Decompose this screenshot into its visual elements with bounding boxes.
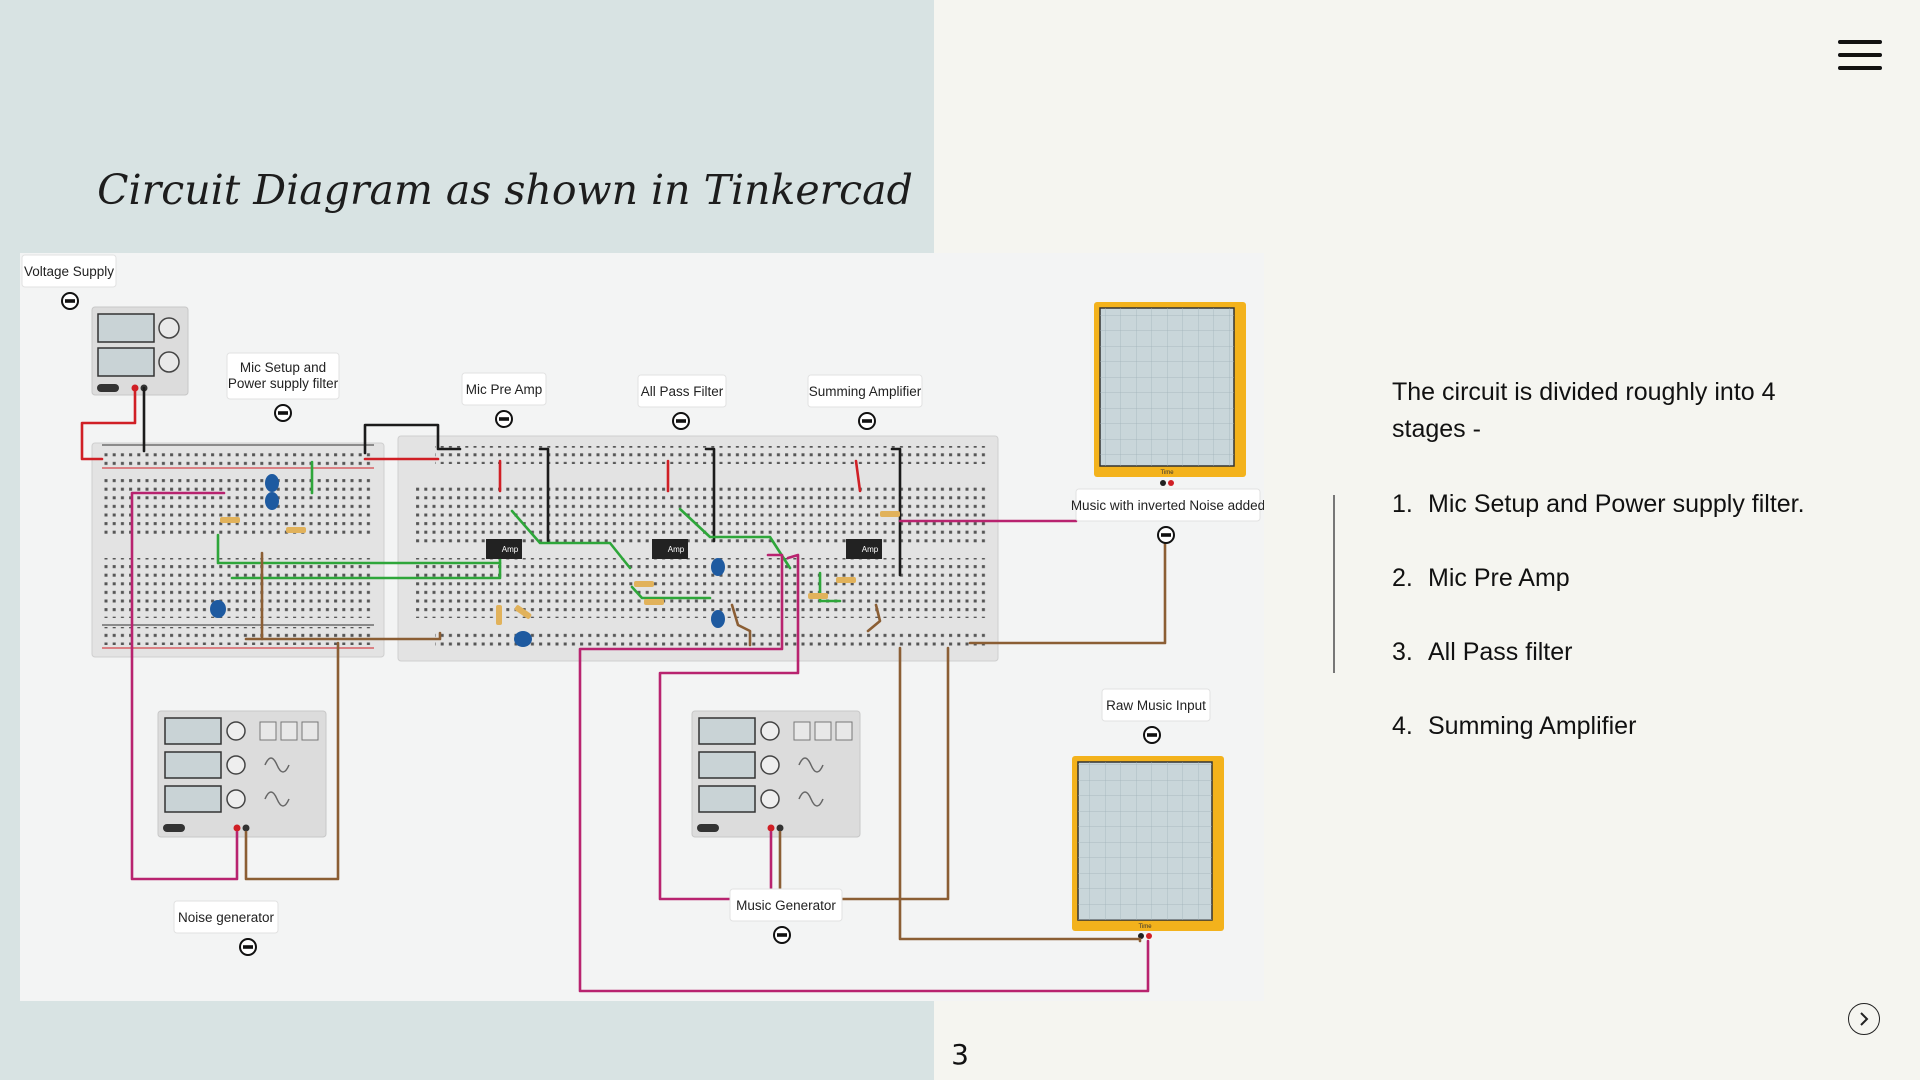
- stage-number: 3.: [1392, 638, 1413, 666]
- slide-title: Circuit Diagram as shown in Tinkercad: [97, 166, 913, 214]
- svg-text:Time: Time: [1160, 470, 1174, 476]
- mic-pre-amp-label: Mic Pre Amp: [461, 372, 547, 428]
- stages-intro: The circuit is divided roughly into 4 st…: [1392, 378, 1776, 443]
- raw-music-input-label: Raw Music Input: [1101, 688, 1211, 744]
- page-number: 3: [951, 1038, 969, 1071]
- hamburger-menu-icon[interactable]: [1838, 40, 1882, 76]
- oscilloscope-top: Time: [1094, 302, 1246, 486]
- mic-setup-label-text: Mic Setup and: [240, 360, 326, 375]
- music-generator-label-text: Music Generator: [736, 898, 836, 913]
- summing-amplifier-label: Summing Amplifier: [807, 374, 923, 430]
- music-inverted-noise-label-text: Music with inverted Noise added: [1071, 498, 1264, 513]
- summing-amplifier-label-text: Summing Amplifier: [809, 384, 922, 399]
- op-amp-chips: Amp Amp Amp: [486, 539, 882, 559]
- chevron-right-icon: [1860, 1012, 1869, 1026]
- music-generator-device: [691, 710, 861, 838]
- menu-bar-1: [1838, 40, 1882, 44]
- breadboard-left: [91, 442, 385, 658]
- noise-generator-label: Noise generator: [173, 900, 279, 956]
- stage-number: 1.: [1392, 490, 1413, 518]
- stage-number: 4.: [1392, 712, 1413, 740]
- raw-music-input-label-text: Raw Music Input: [1106, 698, 1206, 713]
- menu-bar-3: [1838, 66, 1882, 70]
- stage-text: Mic Pre Amp: [1428, 564, 1570, 592]
- stages-list: 1. Mic Setup and Power supply filter. 2. M…: [1392, 484, 1805, 780]
- mic-pre-amp-label-text: Mic Pre Amp: [466, 382, 543, 397]
- stage-item: 2. Mic Pre Amp: [1392, 558, 1805, 632]
- wires: [80, 386, 1167, 993]
- noise-generator-device: [157, 710, 327, 838]
- noise-generator-label-text: Noise generator: [178, 910, 275, 925]
- stage-item: 3. All Pass filter: [1392, 632, 1805, 706]
- all-pass-filter-label: All Pass Filter: [637, 374, 727, 430]
- stage-text: Mic Setup and Power supply filter.: [1428, 490, 1805, 518]
- voltage-supply-label: Voltage Supply: [21, 254, 117, 310]
- music-generator-label: Music Generator: [729, 888, 843, 944]
- divider-line: [1333, 495, 1335, 673]
- capacitors: [210, 474, 725, 647]
- svg-text:Amp: Amp: [862, 545, 879, 554]
- stage-number: 2.: [1392, 564, 1413, 592]
- stage-text: All Pass filter: [1428, 638, 1573, 666]
- svg-text:Amp: Amp: [668, 545, 685, 554]
- stage-item: 4. Summing Amplifier: [1392, 706, 1805, 780]
- resistors: [220, 511, 900, 625]
- voltage-supply-label-text: Voltage Supply: [24, 264, 114, 279]
- svg-text:Time: Time: [1138, 924, 1152, 930]
- mic-setup-label-text: Power supply filter: [228, 376, 339, 391]
- oscilloscope-bottom: Time: [1072, 756, 1224, 939]
- svg-text:Amp: Amp: [502, 545, 519, 554]
- music-inverted-noise-label: Music with inverted Noise added: [1071, 488, 1264, 544]
- stage-item: 1. Mic Setup and Power supply filter.: [1392, 484, 1805, 558]
- circuit-diagram: Time Time: [20, 253, 1264, 1001]
- menu-bar-2: [1838, 53, 1882, 57]
- stage-text: Summing Amplifier: [1428, 712, 1637, 740]
- voltage-supply-device: [91, 306, 189, 396]
- all-pass-filter-label-text: All Pass Filter: [641, 384, 724, 399]
- next-slide-button[interactable]: [1848, 1003, 1880, 1035]
